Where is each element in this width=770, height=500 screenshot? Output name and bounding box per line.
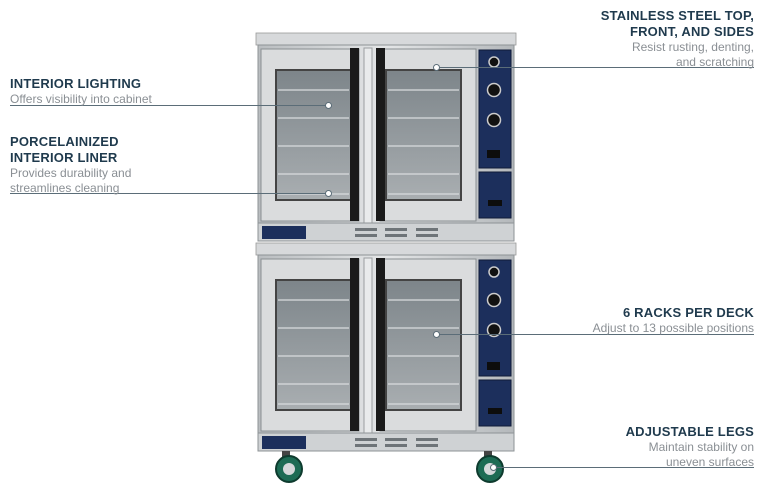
callout-title: ADJUSTABLE LEGS — [625, 424, 754, 439]
callout-desc-line2: uneven surfaces — [665, 455, 754, 469]
callout-desc-line1: Provides durability and — [10, 166, 132, 180]
lower-deck — [255, 242, 517, 452]
marker-legs — [490, 464, 497, 471]
callout-interior-lighting: INTERIOR LIGHTING Offers visibility into… — [10, 76, 152, 107]
callout-desc-line2: streamlines cleaning — [10, 181, 120, 195]
marker-lighting — [325, 102, 332, 109]
callout-title-line2: FRONT, AND SIDES — [629, 24, 754, 39]
callout-title-line2: INTERIOR LINER — [10, 150, 118, 165]
callout-title: INTERIOR LIGHTING — [10, 76, 142, 91]
leader-line-liner — [10, 193, 328, 194]
callout-porcelainized-liner: PORCELAINIZED INTERIOR LINER Provides du… — [10, 134, 131, 196]
leader-line-legs — [493, 467, 754, 468]
callout-stainless-steel: STAINLESS STEEL TOP, FRONT, AND SIDES Re… — [601, 8, 754, 70]
callout-desc-line2: and scratching — [675, 55, 754, 69]
caster-wheel-icon — [275, 451, 504, 483]
callout-desc-line1: Resist rusting, denting, — [631, 40, 754, 54]
callout-desc-line1: Maintain stability on — [648, 440, 754, 454]
callout-title-line1: STAINLESS STEEL TOP, — [600, 8, 754, 23]
callout-desc: Adjust to 13 possible positions — [592, 321, 754, 335]
marker-liner — [325, 190, 332, 197]
marker-stainless — [433, 64, 440, 71]
leader-line-racks — [436, 334, 754, 335]
callout-title: 6 RACKS PER DECK — [622, 305, 754, 320]
callout-racks-per-deck: 6 RACKS PER DECK Adjust to 13 possible p… — [593, 305, 754, 336]
callout-adjustable-legs: ADJUSTABLE LEGS Maintain stability on un… — [626, 424, 754, 470]
callout-title-line1: PORCELAINIZED — [10, 134, 119, 149]
marker-racks — [433, 331, 440, 338]
leader-line-stainless — [436, 67, 754, 68]
upper-deck — [255, 32, 517, 242]
leader-line-lighting — [10, 105, 328, 106]
callout-desc: Offers visibility into cabinet — [10, 92, 152, 106]
